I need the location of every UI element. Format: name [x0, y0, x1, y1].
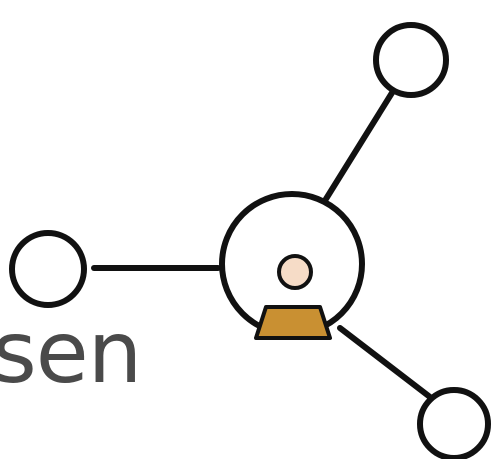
person-icon: [254, 254, 332, 340]
node-bottom: [417, 387, 491, 459]
cropped-text: sen: [0, 303, 142, 403]
node-left: [9, 230, 87, 308]
edge-bottom: [337, 325, 433, 400]
node-top: [373, 22, 449, 98]
edge-top: [313, 85, 398, 218]
